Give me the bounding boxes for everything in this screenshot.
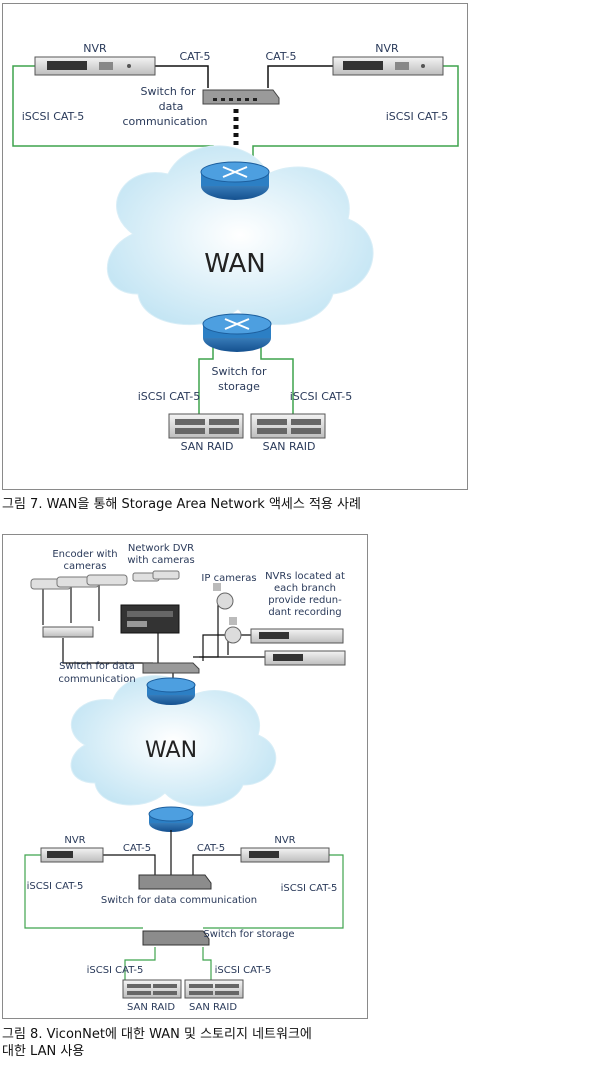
figure-7-frame: WAN NVR NVR CAT-5 CAT-5 Switch for data … bbox=[2, 3, 468, 490]
san-raid-device-left bbox=[168, 413, 244, 439]
iscsi-left-label: iSCSI CAT-5 bbox=[27, 881, 84, 892]
storage-links bbox=[198, 344, 294, 414]
wan-cloud: WAN bbox=[70, 675, 277, 807]
cat5-right-label: CAT-5 bbox=[265, 50, 296, 63]
router-icon-top bbox=[200, 161, 270, 200]
switch-data-label-3: communication bbox=[122, 115, 207, 128]
branch-nvr-2 bbox=[264, 650, 346, 666]
iscsi-bottom-right-label: iSCSI CAT-5 bbox=[215, 965, 272, 976]
ip-cameras-label: IP cameras bbox=[201, 573, 256, 584]
nvr-device-right bbox=[332, 56, 444, 76]
storage-switch-icon bbox=[142, 930, 210, 946]
cat5-left-label: CAT-5 bbox=[179, 50, 210, 63]
switch-data-label-2: communication bbox=[58, 674, 135, 685]
encoder-label-1: Encoder with bbox=[52, 549, 117, 560]
switch-storage-label: Switch for storage bbox=[203, 929, 294, 940]
cat5-left-label: CAT-5 bbox=[123, 843, 151, 854]
router-icon-top bbox=[146, 677, 196, 705]
iscsi-bottom-left-label: iSCSI CAT-5 bbox=[138, 390, 200, 403]
wan-label: WAN bbox=[145, 738, 197, 763]
nvr-right-label: NVR bbox=[375, 42, 399, 55]
top-data-switch-icon bbox=[142, 662, 200, 674]
wan-label: WAN bbox=[204, 249, 266, 279]
san-raid-device-right bbox=[250, 413, 326, 439]
encoder-cameras-icon bbox=[30, 574, 128, 638]
figure-8-diagram: WAN bbox=[24, 543, 346, 1013]
nvr-device-right bbox=[240, 847, 330, 863]
san-raid-device-right bbox=[184, 979, 244, 999]
ip-camera-icon-2 bbox=[224, 617, 242, 644]
nvr-device-left bbox=[34, 56, 156, 76]
nvr-left-label: NVR bbox=[64, 835, 85, 846]
switch-storage-label-1: Switch for bbox=[212, 365, 267, 378]
iscsi-bottom-left-label: iSCSI CAT-5 bbox=[87, 965, 144, 976]
figure-7-diagram: WAN NVR NVR CAT-5 CAT-5 Switch for data … bbox=[12, 42, 459, 453]
lower-green-links bbox=[24, 854, 344, 980]
san-left-label: SAN RAID bbox=[127, 1002, 175, 1013]
dvr-label-2: with cameras bbox=[127, 555, 194, 566]
router-icon-bottom bbox=[148, 806, 194, 832]
nvr-device-left bbox=[40, 847, 104, 863]
router-icon-bottom bbox=[202, 313, 272, 352]
cat5-links bbox=[155, 65, 333, 88]
nvrs-label-4: dant recording bbox=[268, 607, 341, 618]
lower-black-links bbox=[103, 830, 241, 875]
figure-8-caption-line-1: 그림 8. ViconNet에 대한 WAN 및 스토리지 네트워크에 bbox=[2, 1027, 312, 1042]
source-links bbox=[62, 605, 265, 685]
switch-data-label-1: Switch for bbox=[141, 85, 196, 98]
ip-camera-icon-1 bbox=[213, 583, 234, 610]
san-right-label: SAN RAID bbox=[263, 440, 316, 453]
nvr-left-label: NVR bbox=[83, 42, 107, 55]
dvr-label-1: Network DVR bbox=[128, 543, 194, 554]
figure-7-caption: 그림 7. WAN을 통해 Storage Area Network 액세스 적… bbox=[2, 497, 361, 512]
data-switch-icon bbox=[202, 89, 280, 105]
nvrs-label-3: provide redun- bbox=[268, 595, 342, 606]
san-raid-device-left bbox=[122, 979, 182, 999]
nvrs-label-1: NVRs located at bbox=[265, 571, 345, 582]
nvr-right-label: NVR bbox=[274, 835, 295, 846]
switch-storage-label-2: storage bbox=[218, 380, 260, 393]
encoder-label-2: cameras bbox=[64, 561, 107, 572]
network-dvr-icon bbox=[120, 570, 180, 634]
iscsi-left-label: iSCSI CAT-5 bbox=[22, 110, 84, 123]
switch-data-label-1: Switch for data bbox=[59, 661, 135, 672]
iscsi-right-label: iSCSI CAT-5 bbox=[281, 883, 338, 894]
figure-8-caption-line-2: 대한 LAN 사용 bbox=[2, 1044, 85, 1059]
wan-cloud: WAN bbox=[106, 145, 374, 326]
switch-data-label-2: data bbox=[159, 100, 184, 113]
data-communication-switch-icon bbox=[138, 874, 212, 890]
iscsi-link-right bbox=[252, 65, 459, 164]
cat5-right-label: CAT-5 bbox=[197, 843, 225, 854]
san-left-label: SAN RAID bbox=[181, 440, 234, 453]
iscsi-bottom-right-label: iSCSI CAT-5 bbox=[290, 390, 352, 403]
san-right-label: SAN RAID bbox=[189, 1002, 237, 1013]
branch-nvr-1 bbox=[250, 628, 344, 644]
nvrs-label-2: each branch bbox=[274, 583, 336, 594]
iscsi-right-label: iSCSI CAT-5 bbox=[386, 110, 448, 123]
switch-data-comm-label: Switch for data communication bbox=[101, 895, 257, 906]
figure-8-frame: WAN bbox=[2, 534, 368, 1019]
